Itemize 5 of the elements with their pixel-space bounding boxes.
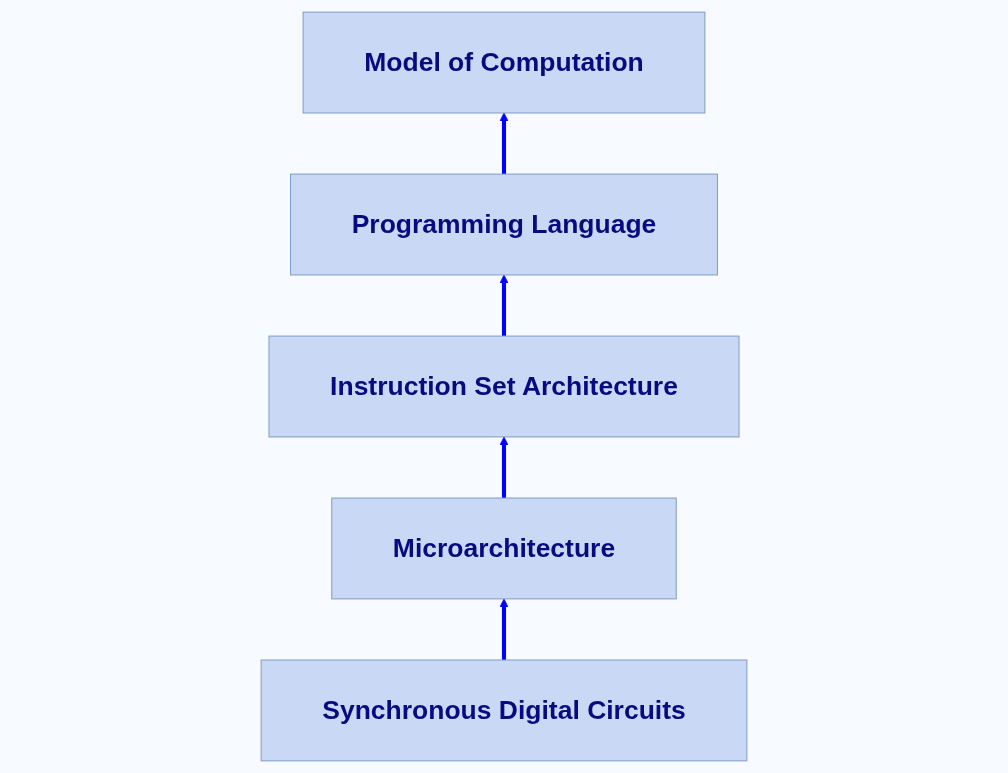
node-box: Programming Language — [290, 173, 718, 276]
node-box: Instruction Set Architecture — [268, 335, 740, 438]
node-box: Microarchitecture — [331, 497, 677, 600]
node-box: Synchronous Digital Circuits — [260, 659, 748, 762]
node-box: Model of Computation — [302, 11, 706, 114]
